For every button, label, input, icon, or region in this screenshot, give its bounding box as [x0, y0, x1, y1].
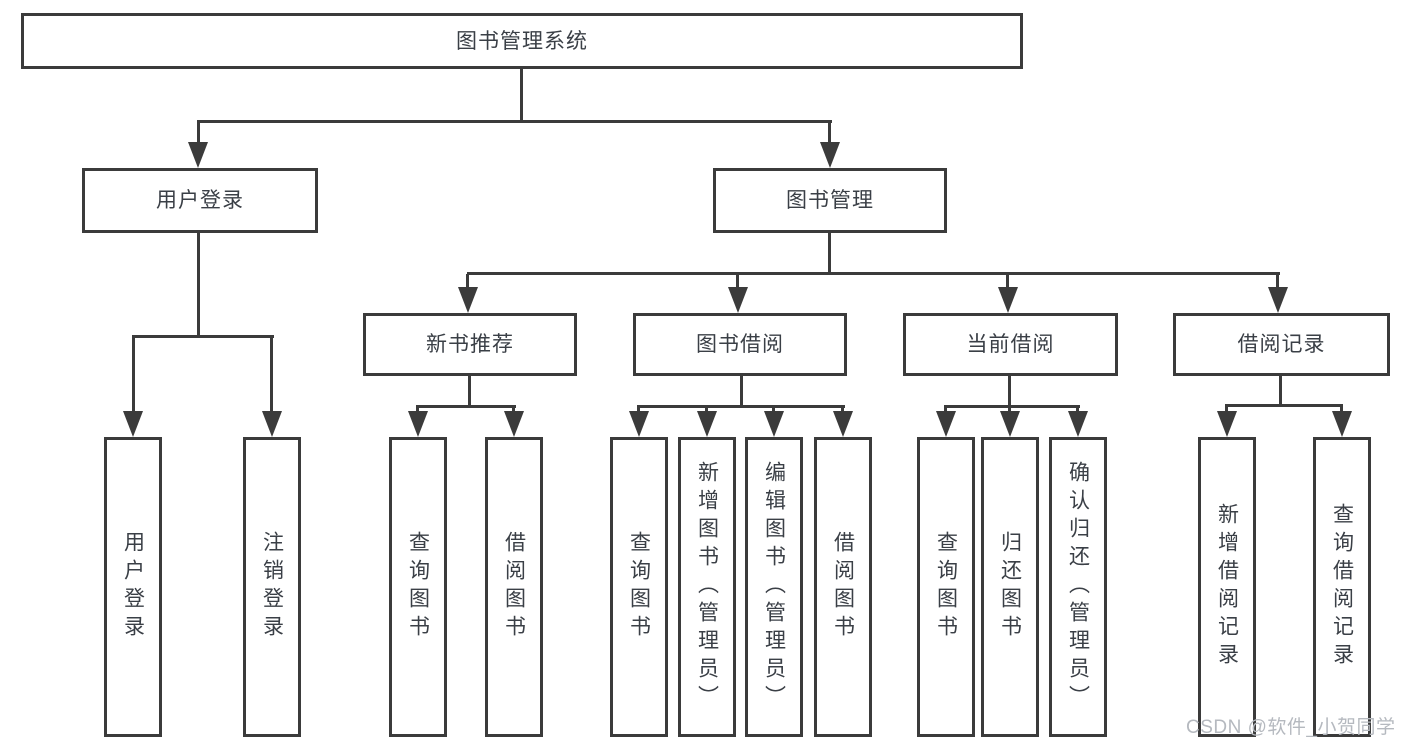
connector-level2-split: [197, 120, 832, 123]
connector-book-borrowing-split: [637, 405, 845, 408]
leaf-label: 新增借阅记录: [1215, 503, 1239, 671]
connector-leaf-line: [772, 407, 775, 414]
leaf-label: 确认归还（管理员）: [1066, 461, 1090, 713]
arrowhead-book-management: [820, 142, 840, 168]
csdn-watermark: CSDN @软件_小贺同学: [1186, 717, 1396, 738]
node-label: 用户登录: [156, 189, 244, 212]
connector-to-book-borrowing: [736, 274, 739, 289]
arrowhead-leaf: [1068, 411, 1088, 437]
connector-to-leaf-user-login: [132, 337, 135, 413]
arrowhead-leaf: [408, 411, 428, 437]
leaf-borrowing-query-books: 查询图书: [610, 437, 668, 737]
connector-current-borrowing-stub: [1008, 376, 1011, 408]
leaf-newbooks-borrow-books: 借阅图书: [485, 437, 543, 737]
arrowhead-new-books: [458, 287, 478, 313]
arrowhead-leaf: [697, 411, 717, 437]
leaf-label: 新增图书（管理员）: [695, 461, 719, 713]
connector-to-leaf-logout: [270, 337, 273, 413]
connector-leaf-line: [841, 407, 844, 414]
connector-leaf-line: [1225, 406, 1228, 414]
node-label: 图书借阅: [696, 333, 784, 356]
arrowhead-user-login: [188, 142, 208, 168]
leaf-label: 编辑图书（管理员）: [762, 461, 786, 713]
leaf-records-query-borrow-record: 查询借阅记录: [1313, 437, 1371, 737]
leaf-records-add-borrow-record: 新增借阅记录: [1198, 437, 1256, 737]
connector-user-login-stub: [197, 233, 200, 335]
connector-borrowing-records-split: [1225, 404, 1343, 407]
node-label: 图书管理系统: [456, 29, 588, 53]
leaf-label: 注销登录: [260, 531, 284, 643]
connector-root-trunk: [520, 69, 523, 123]
arrowhead-leaf: [1332, 411, 1352, 437]
connector-to-borrowing-records: [1276, 274, 1279, 289]
connector-current-borrowing-split: [944, 405, 1080, 408]
leaf-label: 归还图书: [998, 531, 1022, 643]
connector-new-books-stub: [468, 376, 471, 408]
leaf-label: 用户登录: [121, 531, 145, 643]
connector-leaf-line: [1008, 407, 1011, 414]
arrowhead-leaf: [1217, 411, 1237, 437]
node-label: 图书管理: [786, 189, 874, 212]
arrowhead-leaf: [833, 411, 853, 437]
node-library-management-system: 图书管理系统: [21, 13, 1023, 69]
arrowhead-borrowing-records: [1268, 287, 1288, 313]
connector-to-new-books: [466, 274, 469, 289]
connector-user-login-split: [132, 335, 274, 338]
connector-to-book-management: [828, 122, 831, 144]
leaf-label: 查询图书: [627, 531, 651, 643]
connector-leaf-line: [944, 407, 947, 414]
node-borrowing-records: 借阅记录: [1173, 313, 1390, 376]
node-new-book-recommendation: 新书推荐: [363, 313, 577, 376]
arrowhead-leaf: [936, 411, 956, 437]
arrowhead-leaf: [764, 411, 784, 437]
leaf-current-return-books: 归还图书: [981, 437, 1039, 737]
arrowhead-leaf: [629, 411, 649, 437]
connector-leaf-line: [1340, 406, 1343, 414]
connector-leaf-line: [705, 407, 708, 414]
leaf-logout: 注销登录: [243, 437, 301, 737]
leaf-label: 查询图书: [934, 531, 958, 643]
node-current-borrowing: 当前借阅: [903, 313, 1118, 376]
leaf-borrowing-edit-books-admin: 编辑图书（管理员）: [745, 437, 803, 737]
arrowhead-current-borrowing: [998, 287, 1018, 313]
connector-leaf-line: [512, 407, 515, 414]
arrowhead-leaf-logout: [262, 411, 282, 437]
leaf-label: 借阅图书: [502, 531, 526, 643]
arrowhead-leaf: [1000, 411, 1020, 437]
leaf-label: 查询图书: [406, 531, 430, 643]
node-label: 借阅记录: [1237, 333, 1326, 356]
connector-new-books-split: [416, 405, 516, 408]
connector-level3-split: [467, 272, 1280, 275]
leaf-label: 借阅图书: [831, 531, 855, 643]
leaf-borrowing-add-books-admin: 新增图书（管理员）: [678, 437, 736, 737]
connector-to-current-borrowing: [1006, 274, 1009, 289]
node-book-borrowing: 图书借阅: [633, 313, 847, 376]
connector-leaf-line: [637, 407, 640, 414]
connector-borrowing-records-stub: [1279, 376, 1282, 407]
node-user-login: 用户登录: [82, 168, 318, 233]
node-book-management: 图书管理: [713, 168, 947, 233]
node-label: 当前借阅: [966, 333, 1055, 356]
arrowhead-leaf: [504, 411, 524, 437]
leaf-current-query-books: 查询图书: [917, 437, 975, 737]
leaf-label: 查询借阅记录: [1330, 503, 1354, 671]
leaf-newbooks-query-books: 查询图书: [389, 437, 447, 737]
connector-to-user-login: [197, 122, 200, 144]
node-label: 新书推荐: [426, 333, 514, 356]
connector-book-management-stub: [828, 233, 831, 275]
connector-book-borrowing-stub: [740, 376, 743, 408]
leaf-user-login: 用户登录: [104, 437, 162, 737]
arrowhead-book-borrowing: [728, 287, 748, 313]
arrowhead-leaf-user-login: [123, 411, 143, 437]
connector-leaf-line: [416, 407, 419, 414]
leaf-borrowing-borrow-books: 借阅图书: [814, 437, 872, 737]
leaf-current-confirm-return-admin: 确认归还（管理员）: [1049, 437, 1107, 737]
connector-leaf-line: [1076, 407, 1079, 414]
